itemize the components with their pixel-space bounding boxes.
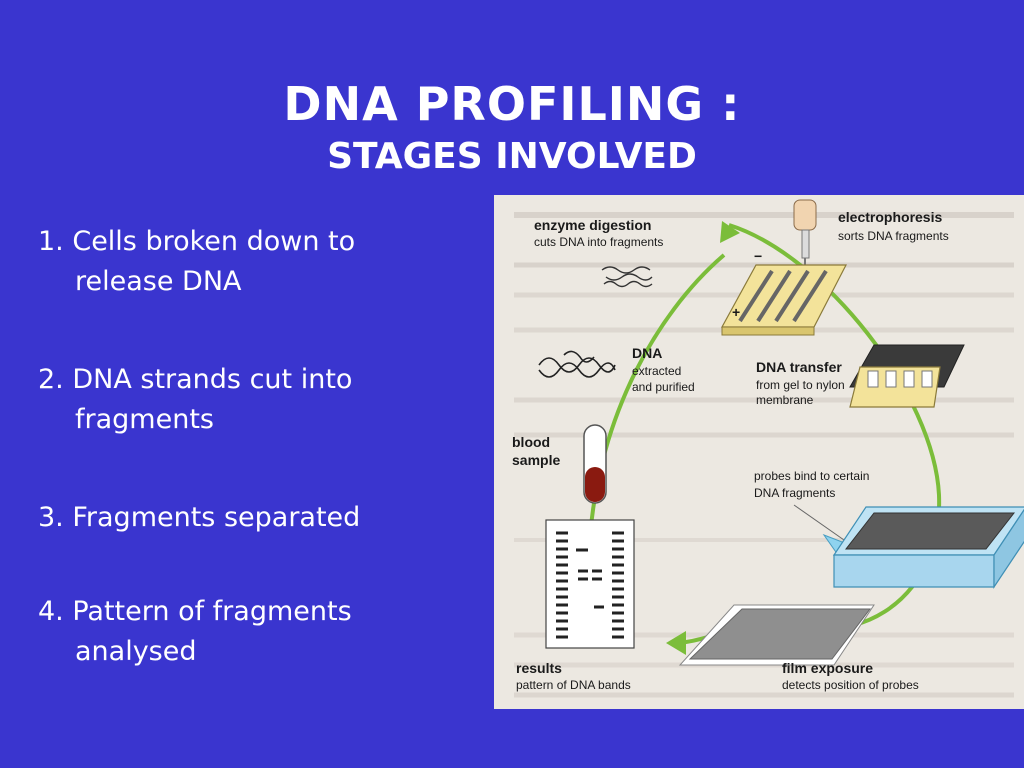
arrowhead-bottom — [666, 631, 686, 655]
stage-4-line-1: 4. Pattern of fragments — [38, 596, 352, 627]
cycle-arrow-left-arc — [587, 253, 726, 556]
electrophoresis-title: electrophoresis — [838, 209, 942, 225]
dna-profiling-figure: enzyme digestion cuts DNA into fragments… — [494, 195, 1024, 709]
stage-3-line-1: 3. Fragments separated — [38, 502, 361, 533]
enzyme-digestion-title: enzyme digestion — [534, 217, 651, 233]
pipette-icon — [793, 199, 817, 267]
dna-transfer-desc-2: membrane — [756, 393, 814, 407]
blood-sample-title-1: blood — [512, 434, 550, 450]
dna-desc-2: and purified — [632, 380, 695, 394]
stage-item-1: 1. Cells broken down to release DNA — [38, 222, 468, 302]
profiling-cycle-diagram: enzyme digestion cuts DNA into fragments… — [494, 195, 1024, 709]
dna-title: DNA — [632, 345, 662, 361]
electrode-negative: − — [754, 248, 762, 264]
test-tube-icon — [583, 424, 607, 504]
title-line-2: STAGES INVOLVED — [327, 136, 697, 177]
stage-1-line-2: release DNA — [75, 266, 242, 297]
results-title: results — [516, 660, 562, 676]
film-exposure-desc: detects position of probes — [782, 678, 919, 692]
dna-transfer-desc-1: from gel to nylon — [756, 378, 845, 392]
stage-2-line-1: 2. DNA strands cut into — [38, 364, 353, 395]
dna-desc-1: extracted — [632, 364, 681, 378]
stage-4-line-2: analysed — [75, 636, 197, 667]
probes-desc-2: DNA fragments — [754, 486, 835, 500]
results-desc: pattern of DNA bands — [516, 678, 631, 692]
electrode-positive: + — [732, 304, 740, 320]
results-bands-icon — [545, 519, 635, 649]
stage-2-line-2: fragments — [75, 404, 214, 435]
stage-item-4: 4. Pattern of fragments analysed — [38, 592, 468, 672]
stages-list: 1. Cells broken down to release DNA 2. D… — [38, 222, 468, 730]
title-line-1: DNA PROFILING : — [283, 77, 741, 131]
dna-fragments-icon — [601, 266, 653, 288]
blood-sample-title-2: sample — [512, 452, 560, 468]
enzyme-digestion-desc: cuts DNA into fragments — [534, 235, 663, 249]
dna-strand-icon — [538, 350, 616, 378]
dna-transfer-title: DNA transfer — [756, 359, 842, 375]
electrophoresis-desc: sorts DNA fragments — [838, 229, 949, 243]
electrophoresis-gel-icon — [720, 264, 847, 336]
slide-title: DNA PROFILING : STAGES INVOLVED — [0, 76, 1024, 180]
stage-item-3: 3. Fragments separated — [38, 498, 468, 538]
stage-item-2: 2. DNA strands cut into fragments — [38, 360, 468, 440]
transfer-gel-icon — [849, 344, 965, 408]
film-exposure-title: film exposure — [782, 660, 873, 676]
probes-desc-1: probes bind to certain — [754, 469, 869, 483]
film-sheet-icon — [678, 604, 875, 666]
probe-tray-icon — [832, 506, 1024, 589]
stage-1-line-1: 1. Cells broken down to — [38, 226, 356, 257]
arrowhead-top — [720, 221, 740, 243]
